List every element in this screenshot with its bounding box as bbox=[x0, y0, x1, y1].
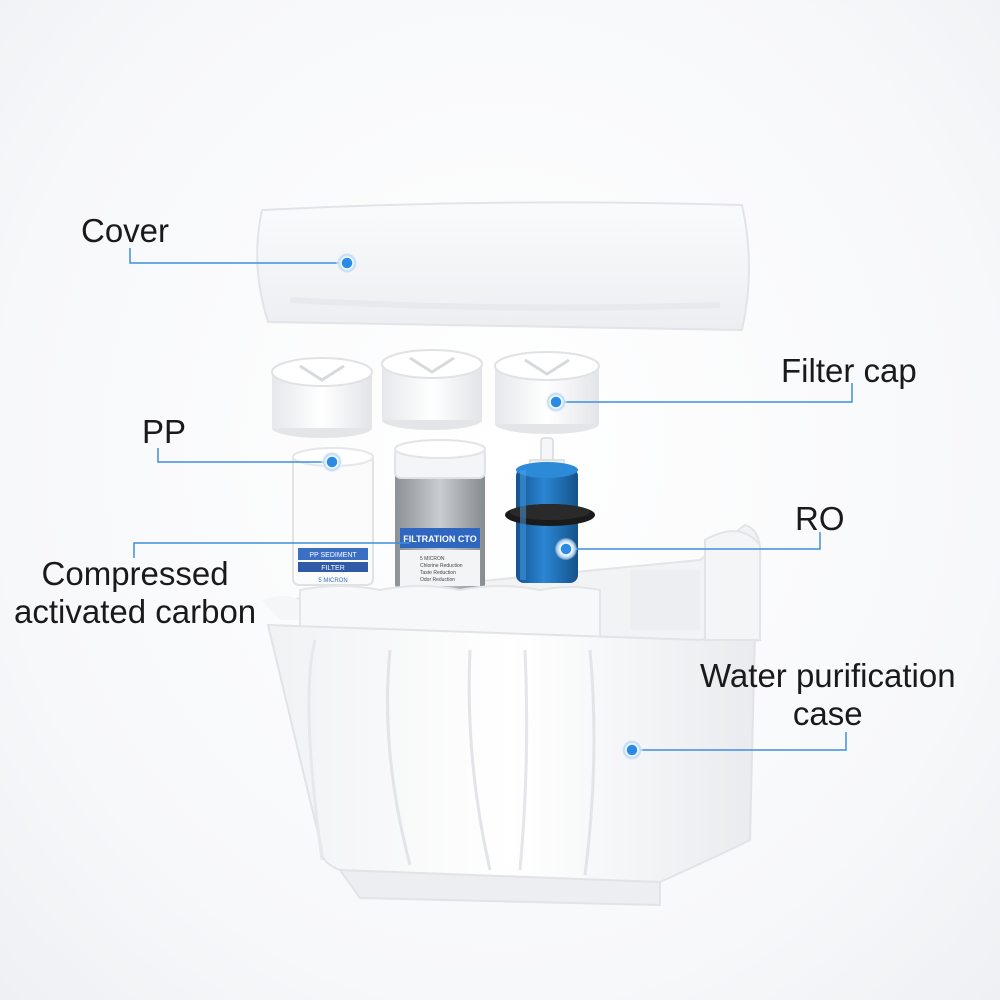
label-pp: PP bbox=[142, 413, 187, 450]
label-filter-cap: Filter cap bbox=[781, 352, 917, 389]
ro-membrane bbox=[505, 437, 595, 583]
filter-cap-right bbox=[494, 351, 600, 434]
filter-cap-middle bbox=[381, 349, 483, 430]
leader-line-pp bbox=[157, 448, 332, 463]
label-carbon-line-2: activated carbon bbox=[14, 593, 257, 630]
marker-dot-cover bbox=[336, 252, 358, 274]
marker-dot-pp bbox=[321, 451, 343, 473]
cto-line-1: 5 MICRON bbox=[420, 556, 445, 562]
leader-line-filter-cap bbox=[556, 383, 853, 403]
leader-lines bbox=[129, 248, 853, 751]
marker-dot-case bbox=[621, 739, 643, 761]
cto-line-4: Odor Reduction bbox=[420, 577, 455, 583]
pp-micron-text: 5 MICRON bbox=[318, 578, 347, 584]
label-case-line-1: Water purification bbox=[700, 657, 956, 694]
water-purification-case bbox=[262, 530, 761, 907]
label-water-purification-case: Water purification case bbox=[700, 657, 956, 733]
leader-line-case bbox=[632, 732, 847, 751]
carbon-cartridge: FILTRATION CTO 5 MICRON Chlorine Reducti… bbox=[394, 439, 486, 590]
leader-line-carbon bbox=[133, 542, 410, 558]
marker-dot-filter-cap bbox=[545, 391, 567, 413]
marker-dot-ro bbox=[555, 538, 577, 560]
label-compressed-activated-carbon: Compressed activated carbon bbox=[14, 555, 256, 631]
filter-caps bbox=[271, 349, 600, 438]
cover-part bbox=[256, 201, 750, 332]
pp-band-text: PP SEDIMENT bbox=[309, 552, 357, 559]
leader-line-cover bbox=[129, 248, 347, 264]
leader-line-ro bbox=[566, 532, 821, 550]
label-cover: Cover bbox=[81, 212, 170, 249]
pp-filter-text: FILTER bbox=[321, 565, 345, 572]
label-ro: RO bbox=[795, 500, 845, 537]
cto-line-3: Taste Reduction bbox=[420, 570, 456, 576]
marker-dots bbox=[321, 252, 643, 761]
filter-cap-left bbox=[271, 357, 373, 438]
cto-line-2: Chlorine Reduction bbox=[420, 563, 463, 569]
label-case-line-2: case bbox=[792, 695, 863, 732]
label-carbon-line-1: Compressed bbox=[41, 555, 229, 592]
cto-band-text: FILTRATION CTO bbox=[403, 534, 477, 544]
